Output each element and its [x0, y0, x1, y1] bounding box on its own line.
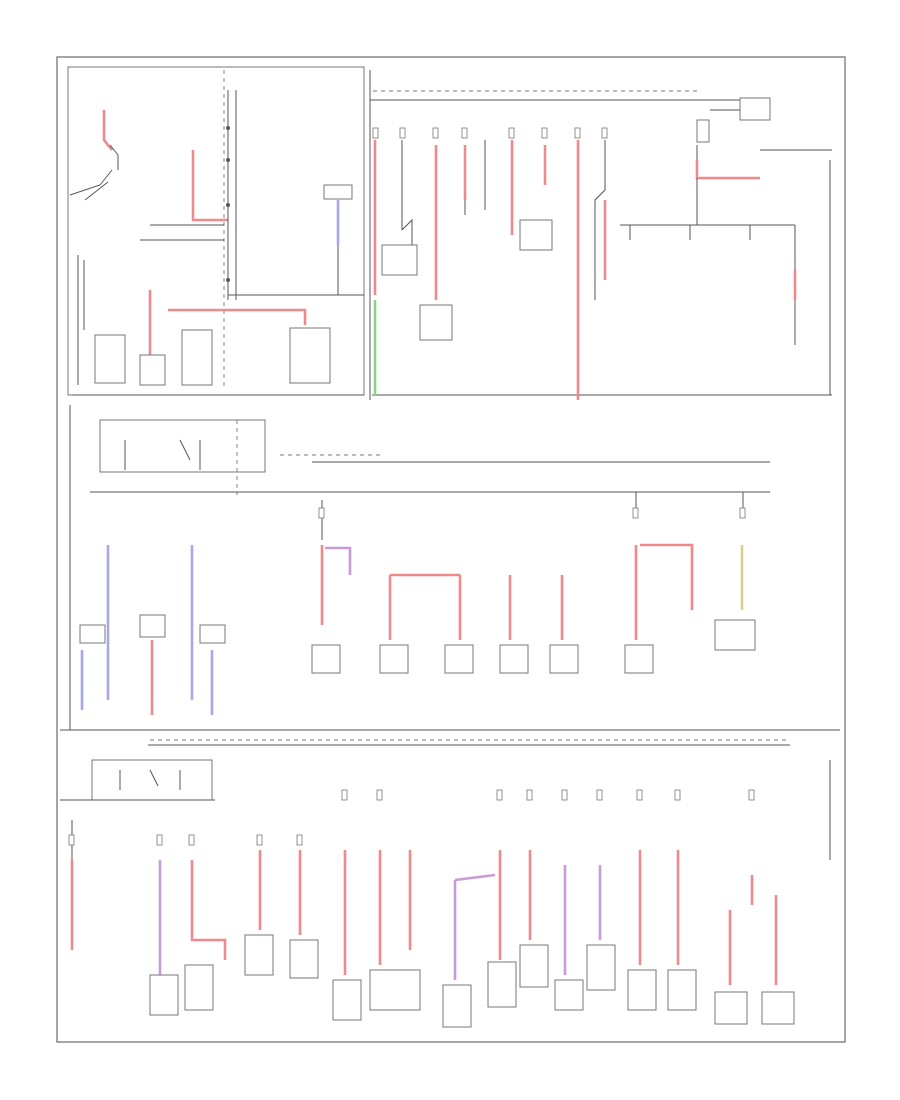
bottom-section: [60, 739, 831, 1028]
fuse-marks: [68, 127, 755, 846]
relay-box: [99, 419, 266, 473]
lower-mid-section: [60, 543, 840, 731]
engine-fuse-box: [67, 66, 365, 396]
relay-bottom: [91, 759, 213, 801]
top-section: [67, 66, 365, 396]
fuse-row-top: [369, 70, 832, 400]
diagram-frame: [56, 56, 846, 1043]
middle-band: [69, 405, 770, 730]
